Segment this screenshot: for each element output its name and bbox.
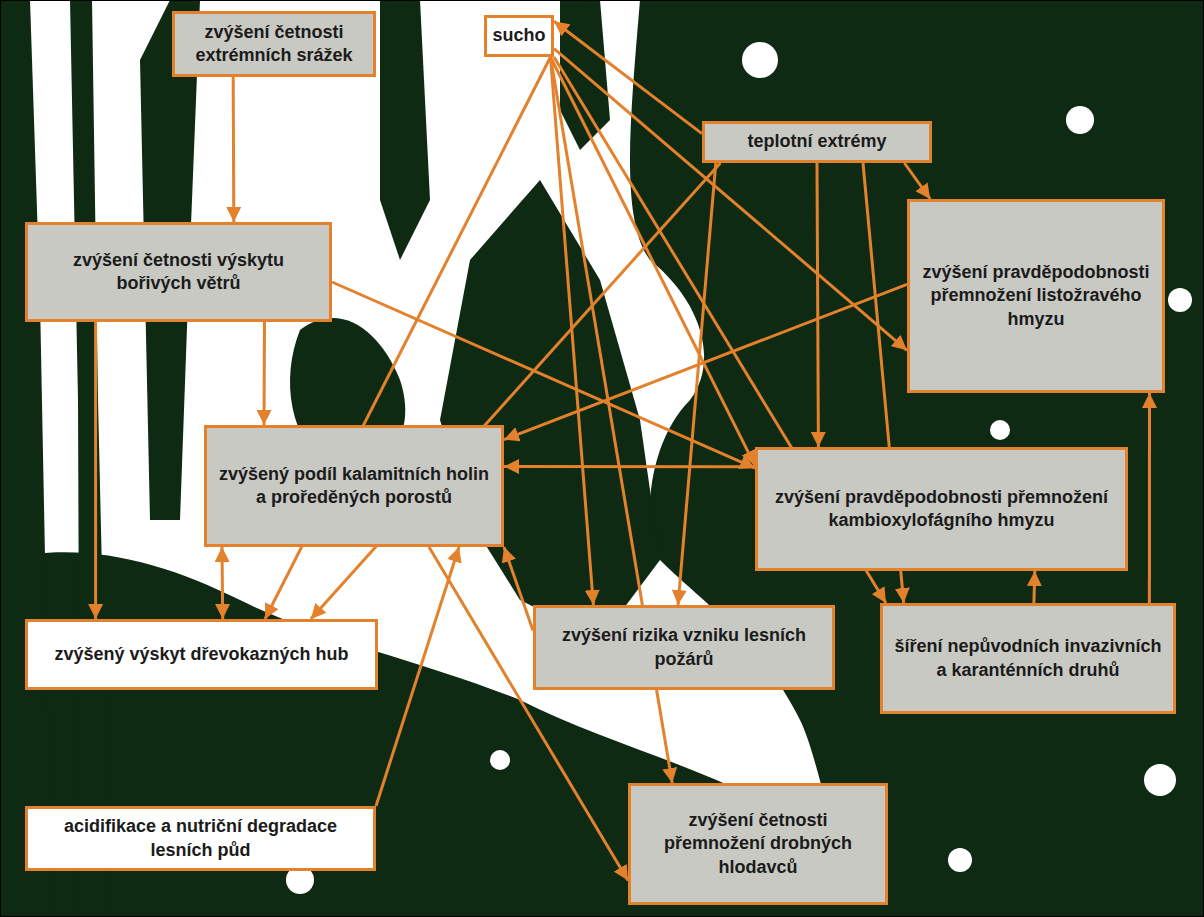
influence-arrow bbox=[263, 322, 267, 425]
factor-box: acidifikace a nutriční degradace lesních… bbox=[25, 806, 376, 871]
factor-box: zvýšení rizika vzniku lesních požárů bbox=[533, 605, 835, 690]
influence-arrow bbox=[551, 57, 594, 605]
box-text: šíření nepůvodních invazivních a karanté… bbox=[893, 635, 1163, 682]
influence-arrow bbox=[1148, 393, 1151, 603]
box-text: zvýšení pravděpodobnosti přemnožení list… bbox=[920, 261, 1152, 331]
box-text: zvýšení četnosti přemnožení drobných hlo… bbox=[641, 809, 875, 879]
influence-arrow bbox=[904, 163, 930, 199]
influence-arrow bbox=[1032, 571, 1036, 603]
factor-box: zvýšení četnosti výskytu bořivých větrů bbox=[25, 222, 332, 322]
box-text: zvýšení rizika vzniku lesních požárů bbox=[546, 624, 822, 671]
factor-box: zvýšení četnosti přemnožení drobných hlo… bbox=[628, 783, 888, 905]
influence-arrow bbox=[817, 163, 818, 447]
influence-arrow bbox=[504, 547, 533, 631]
influence-arrow bbox=[221, 547, 225, 619]
box-text: teplotní extrémy bbox=[747, 130, 886, 153]
box-text: sucho bbox=[493, 24, 546, 47]
factor-box: zvýšený podíl kalamitních holin a prořed… bbox=[204, 425, 504, 547]
influence-arrow bbox=[504, 284, 907, 439]
influence-arrow bbox=[551, 57, 756, 466]
influence-arrow bbox=[678, 163, 716, 605]
box-text: zvýšení pravděpodobnosti přemnožení kamb… bbox=[768, 486, 1115, 533]
influence-arrow bbox=[429, 547, 628, 881]
box-text: zvýšení četnosti výskytu bořivých větrů bbox=[38, 249, 319, 296]
factor-box: zvýšení četnosti extrémních srážek bbox=[172, 11, 376, 77]
factor-box: teplotní extrémy bbox=[702, 121, 932, 163]
factor-box: zvýšený výskyt dřevokazných hub bbox=[25, 619, 378, 690]
box-text: zvýšený výskyt dřevokazných hub bbox=[54, 643, 348, 666]
factor-box: sucho bbox=[484, 15, 554, 57]
influence-arrow bbox=[94, 322, 97, 619]
influence-arrow bbox=[232, 77, 236, 222]
influence-arrow bbox=[554, 21, 702, 133]
factor-box: zvýšení pravděpodobnosti přemnožení kamb… bbox=[755, 447, 1128, 571]
box-text: zvýšení četnosti extrémních srážek bbox=[185, 21, 363, 68]
factor-box: šíření nepůvodních invazivních a karanté… bbox=[880, 603, 1176, 714]
influence-arrow bbox=[376, 547, 459, 806]
box-text: acidifikace a nutriční degradace lesních… bbox=[38, 815, 363, 862]
factor-box: zvýšení pravděpodobnosti přemnožení list… bbox=[907, 199, 1165, 393]
box-text: zvýšený podíl kalamitních holin a prořed… bbox=[217, 463, 491, 510]
influence-arrow bbox=[504, 465, 755, 468]
